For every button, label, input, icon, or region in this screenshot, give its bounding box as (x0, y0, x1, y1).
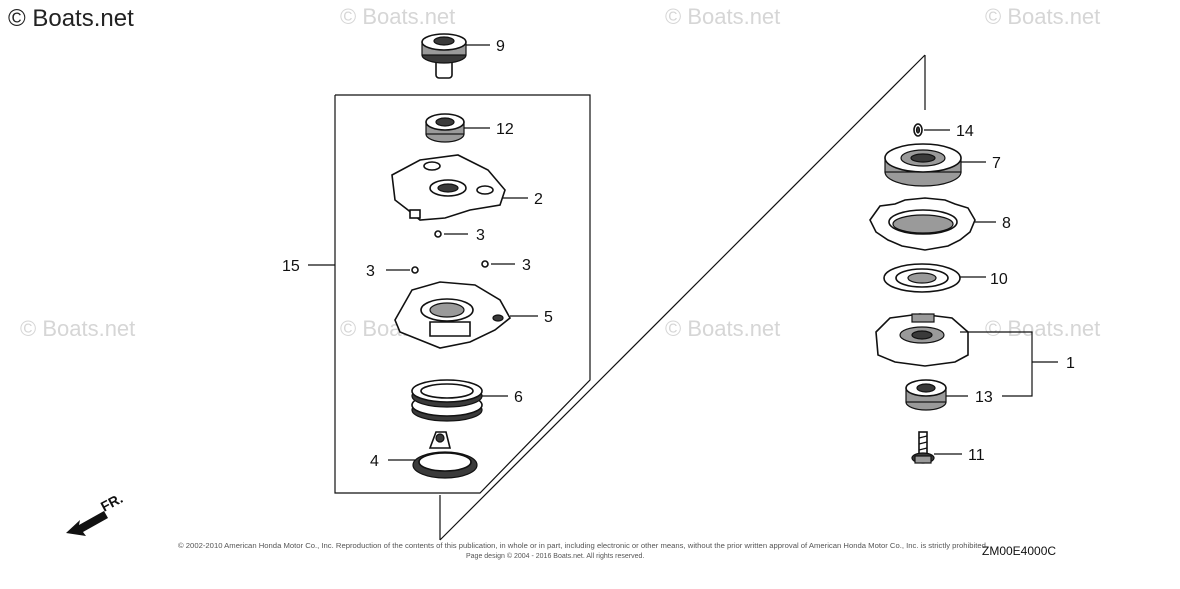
callout-4[interactable]: 4 (370, 453, 379, 470)
callout-9[interactable]: 9 (496, 38, 505, 55)
callout-5[interactable]: 5 (544, 309, 553, 326)
callout-14[interactable]: 14 (956, 123, 974, 140)
callout-12[interactable]: 12 (496, 121, 514, 138)
callout-7[interactable]: 7 (992, 155, 1001, 172)
boats-net-watermark: © Boats.net (665, 4, 780, 29)
assembly-bracket-15 (334, 94, 591, 494)
callout-13[interactable]: 13 (975, 389, 993, 406)
diagram-code: ZM00E4000C (982, 544, 1056, 558)
part-3-o-ring[interactable] (481, 260, 489, 268)
callout-3-a[interactable]: 3 (476, 227, 485, 244)
boats-net-watermark: © Boats.net (20, 316, 135, 341)
assembly-bracket-1 (960, 331, 1033, 397)
part-5-gasket[interactable] (394, 281, 512, 349)
part-4-clip[interactable] (412, 431, 478, 479)
callout-3-c[interactable]: 3 (522, 257, 531, 274)
boats-net-watermark: © Boats.net (985, 4, 1100, 29)
part-11-bolt[interactable] (911, 431, 935, 464)
boats-net-watermark-main: © Boats.net (8, 5, 134, 32)
part-8-gear-ring[interactable] (869, 197, 976, 251)
callout-6[interactable]: 6 (514, 389, 523, 406)
callout-2[interactable]: 2 (534, 191, 543, 208)
connecting-line (439, 54, 926, 541)
front-direction-arrow: FR. (66, 490, 125, 536)
callout-11[interactable]: 11 (968, 447, 985, 464)
front-direction-label: FR. (98, 490, 125, 515)
callout-8[interactable]: 8 (1002, 215, 1011, 232)
part-2-plate[interactable] (391, 154, 506, 221)
part-6-spring[interactable] (411, 379, 483, 422)
boats-net-watermark: © Boats.net (985, 316, 1100, 341)
part-3-o-ring[interactable] (434, 230, 442, 238)
part-1-housing[interactable] (875, 313, 969, 367)
callout-15[interactable]: 15 (282, 258, 300, 275)
callout-10[interactable]: 10 (990, 271, 1008, 288)
boats-net-watermark: © Boats.net (665, 316, 780, 341)
part-3-o-ring[interactable] (411, 266, 419, 274)
part-14-washer[interactable] (913, 123, 923, 137)
part-13-bearing[interactable] (905, 379, 947, 411)
part-10-lock-washer[interactable] (883, 263, 961, 293)
part-12-bearing[interactable] (425, 113, 465, 143)
copyright-text-line-1: © 2002-2010 American Honda Motor Co., In… (178, 542, 988, 550)
part-9-cap[interactable] (421, 33, 467, 79)
boats-net-watermark: © Boats.net (340, 4, 455, 29)
callout-3-b[interactable]: 3 (366, 263, 375, 280)
copyright-text-line-2: Page design © 2004 - 2016 Boats.net. All… (466, 552, 644, 560)
callout-1[interactable]: 1 (1066, 355, 1075, 372)
part-7-seal[interactable] (884, 143, 962, 187)
